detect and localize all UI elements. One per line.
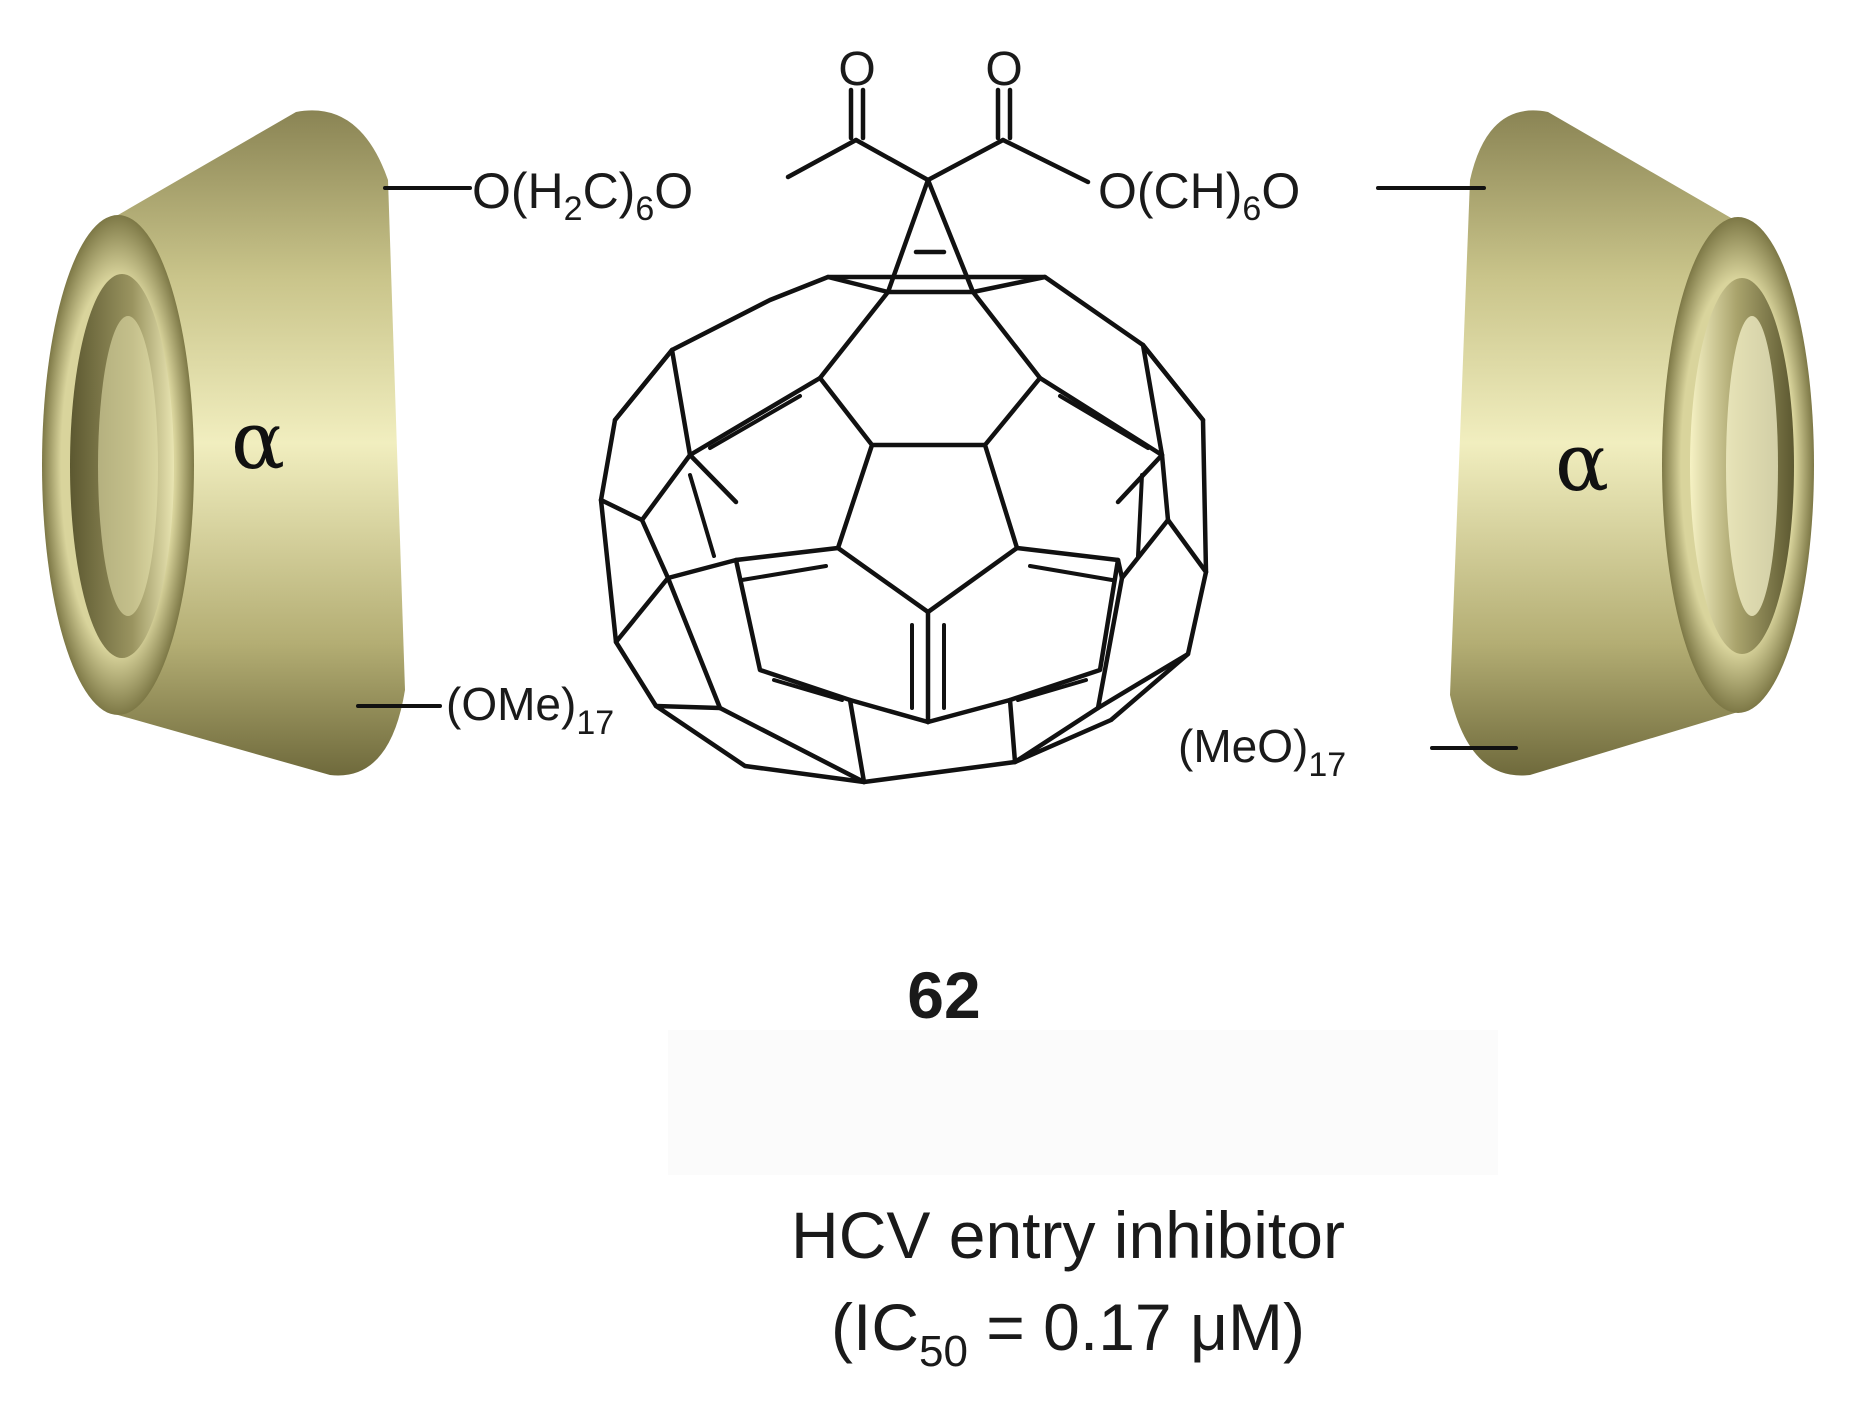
right-cyclodextrin-cone bbox=[1450, 110, 1814, 776]
fullerene-double-bonds bbox=[688, 394, 1150, 710]
compound-number: 62 bbox=[907, 958, 980, 1032]
left-carbonyl-oxygen: O bbox=[838, 43, 875, 96]
left-cyclodextrin-cone bbox=[42, 110, 405, 776]
malonate-bridge-bonds bbox=[785, 87, 1091, 295]
left-cone-alpha-label: α bbox=[231, 394, 285, 487]
linker-bonds bbox=[356, 186, 1518, 750]
left-substituent-label: (OMe)17 bbox=[446, 678, 614, 742]
right-linker-label: O(CH)6O bbox=[1098, 163, 1300, 228]
left-linker-label: O(H2C)6O bbox=[472, 163, 693, 228]
right-substituent-label: (MeO)17 bbox=[1178, 720, 1346, 784]
caption-background-band bbox=[668, 1030, 1498, 1175]
fullerene-c60 bbox=[598, 274, 1209, 785]
right-cone-alpha-label: α bbox=[1555, 416, 1609, 509]
right-carbonyl-oxygen: O bbox=[985, 43, 1022, 96]
activity-ic50: (IC50 = 0.17 μM) bbox=[831, 1290, 1305, 1376]
activity-title: HCV entry inhibitor bbox=[791, 1198, 1345, 1272]
